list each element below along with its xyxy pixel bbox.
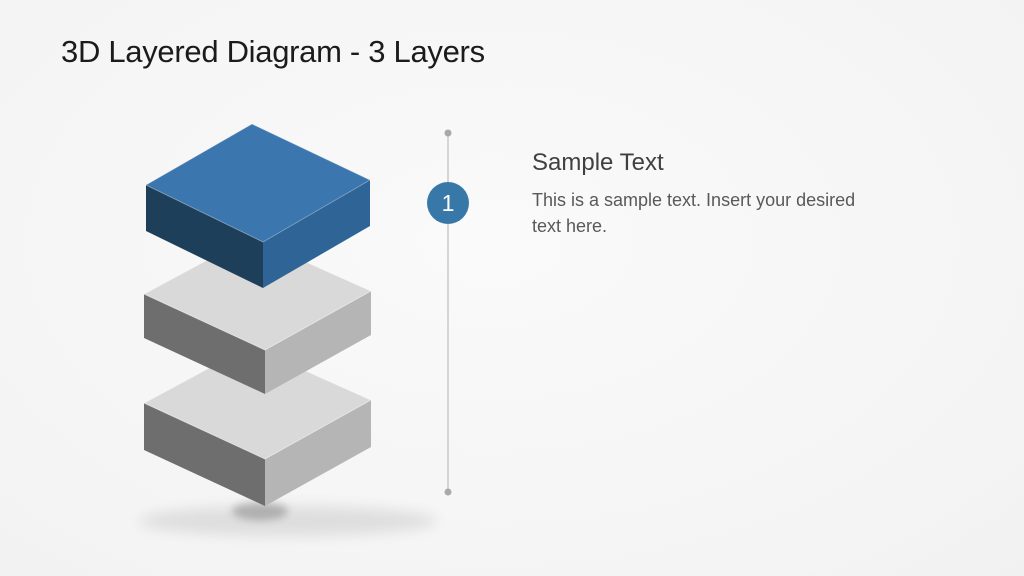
layer-2-box [143,236,372,394]
layer-2-left-face [144,294,265,394]
step-badge: 1 [427,182,469,224]
layer-3-box [143,345,372,506]
layer-2-top-face [143,236,372,351]
stack-shadow-wide [138,506,438,536]
layer-1-right-face [263,180,370,288]
layer-3-right-face [265,400,371,506]
callout-body: This is a sample text. Insert your desir… [532,190,856,236]
layer-1-left-face [146,185,263,288]
layer-2-right-face [265,291,371,394]
layer-3-left-face [144,403,265,506]
layer-3-top-face [143,345,372,460]
layer-1-box [145,123,371,288]
step-badge-number: 1 [442,190,455,216]
layer-1-top-face [145,123,371,243]
callout-heading: Sample Text [532,149,664,176]
step-badge-circle [427,182,469,224]
stack-shadow [138,502,438,536]
slide-title: 3D Layered Diagram - 3 Layers [61,34,485,69]
connector-bottom-dot-icon [444,488,452,496]
connector-top-dot-icon [444,129,452,137]
stack-shadow-core [232,502,288,520]
